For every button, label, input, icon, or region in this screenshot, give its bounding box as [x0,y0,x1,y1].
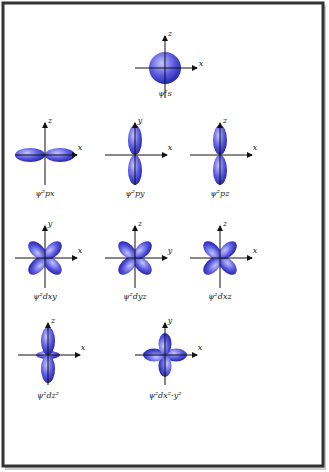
axis-label: x [253,144,258,152]
orbital-label: ψ²dxz [208,293,231,301]
axis-label: x [168,144,173,152]
axis-label: x [81,344,86,352]
orbital-label: ψ²dx²-y² [149,392,182,400]
orbital-label: ψ²s [158,90,172,98]
orbital-label: ψ²pz [211,190,230,198]
orbital-label: ψ²dxy [33,293,57,301]
axis-label: x [198,344,203,352]
axis-label: y [168,317,173,325]
axis-label: z [48,117,52,125]
axis-label: x [78,144,83,152]
axis-label: x [199,60,204,68]
axis-label: z [138,220,142,228]
axis-label: y [48,220,53,228]
orbital-label: ψ²dz² [37,392,59,400]
axis-label: z [51,317,55,325]
axis-label: z [223,220,227,228]
axis-label: x [253,247,258,255]
orbital-label: ψ²py [125,190,144,198]
orbital-label: ψ²px [35,190,54,198]
axis-label: z [223,117,227,125]
axis-label: z [168,30,172,38]
axis-label: y [138,117,143,125]
axis-label: x [78,247,83,255]
orbital-label: ψ²dyz [123,293,146,301]
axis-label: y [168,247,173,255]
